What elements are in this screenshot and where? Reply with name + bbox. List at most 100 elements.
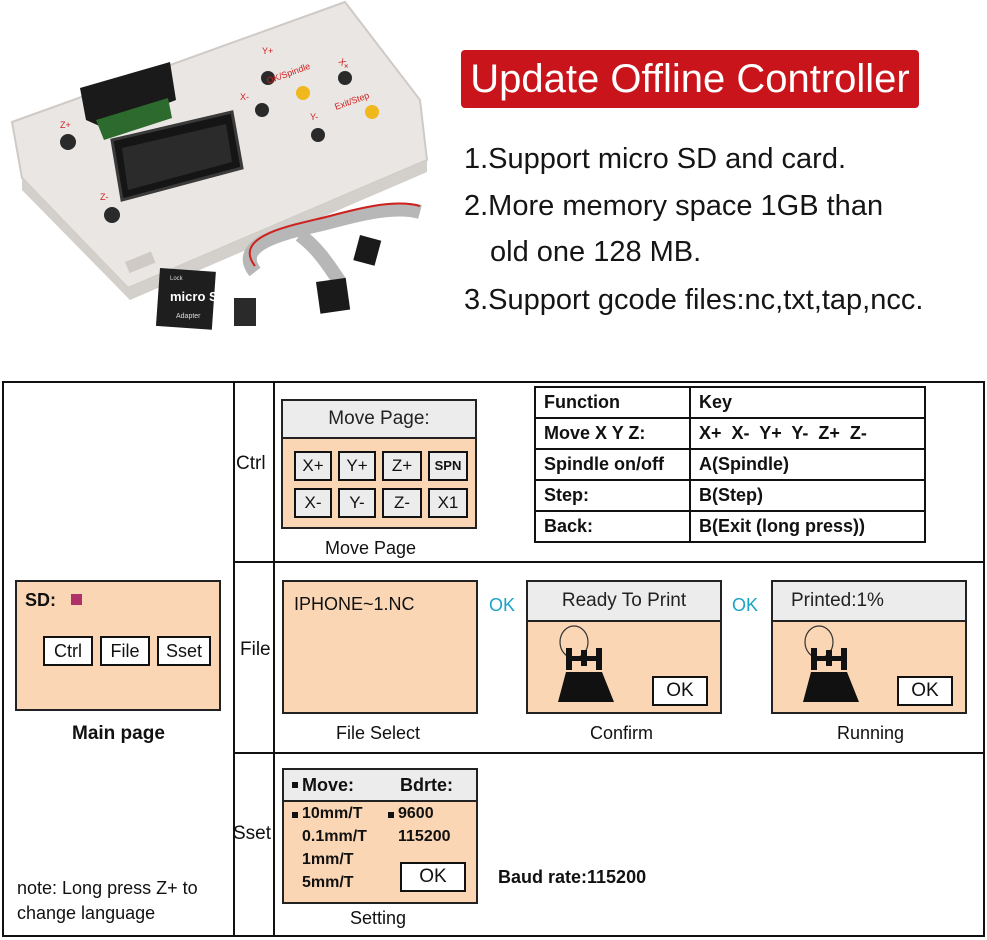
row-label-ctrl: Ctrl xyxy=(236,453,266,474)
x-plus-button xyxy=(338,71,352,85)
move-page-title: Move Page: xyxy=(281,399,477,439)
file-name-item[interactable]: IPHONE~1.NC xyxy=(294,594,415,614)
table-cell-key: B(Step) xyxy=(689,479,926,512)
move-option-selected-marker xyxy=(292,812,298,818)
main-ctrl-button[interactable]: Ctrl xyxy=(43,636,93,666)
move-key-y-plus[interactable]: Y+ xyxy=(338,451,376,481)
file-select-screen: IPHONE~1.NC xyxy=(282,580,478,714)
baud-option-selected-marker xyxy=(388,812,394,818)
z-minus-button xyxy=(104,207,120,223)
table-cell-function: Back: xyxy=(534,510,691,543)
move-key-y-minus[interactable]: Y- xyxy=(338,488,376,518)
table-cell-key: A(Spindle) xyxy=(689,448,926,481)
move-key-step-x1[interactable]: X1 xyxy=(428,488,468,518)
ok-arrow-1: OK xyxy=(489,595,516,615)
row-label-file: File xyxy=(240,639,271,660)
baud-option[interactable]: 9600 xyxy=(398,805,434,822)
main-sset-button[interactable]: Sset xyxy=(157,636,211,666)
running-ok-button[interactable]: OK xyxy=(897,676,953,706)
move-page-caption: Move Page xyxy=(325,538,417,558)
pin-header-connector xyxy=(80,62,176,128)
running-caption: Running xyxy=(837,723,905,743)
y-minus-button xyxy=(311,128,325,142)
move-key-z-minus[interactable]: Z- xyxy=(382,488,422,518)
confirm-title: Ready To Print xyxy=(526,580,722,622)
table-cell-key: X+ X- Y+ Y- Z+ Z- xyxy=(689,417,926,450)
label-x-minus: X- xyxy=(240,92,249,102)
running-screen: Printed:1% OK xyxy=(771,580,967,714)
z-plus-button xyxy=(60,134,76,150)
setting-screen: Move: Bdrte: 10mm/T 0.1mm/T 1mm/T 5mm/T … xyxy=(282,768,478,904)
divider-file-sset xyxy=(233,752,983,754)
sd-card-logo: micro SD xyxy=(170,289,227,304)
setting-move-label: Move: xyxy=(302,775,355,795)
exit-step-button xyxy=(365,105,379,119)
language-note-line2: change language xyxy=(17,903,156,923)
confirm-caption: Confirm xyxy=(590,723,654,743)
controller-product-illustration: Z+ Z- Y+ X- OK/Spindle X+ Y- Exit/Step m… xyxy=(10,0,429,330)
sd-card-lock-label: Lock xyxy=(170,276,184,282)
table-header-function: Function xyxy=(534,386,691,419)
move-option[interactable]: 1mm/T xyxy=(302,851,354,868)
sd-card-adapter-label: Adapter xyxy=(176,313,201,320)
divider-ctrl-file xyxy=(233,561,983,563)
sd-status-label: SD: xyxy=(25,590,56,610)
ribbon-cable-stripe xyxy=(248,202,421,267)
device-buttons xyxy=(60,71,379,223)
label-z-minus: Z- xyxy=(100,192,109,202)
controller-menu-diagram: Ctrl File Sset SD: Ctrl File Sset Main p… xyxy=(2,381,985,937)
row-label-sset: Sset xyxy=(233,823,272,844)
table-cell-function: Move X Y Z: xyxy=(534,417,691,450)
move-key-x-minus[interactable]: X- xyxy=(294,488,332,518)
feature-2-cont: old one 128 MB. xyxy=(490,236,702,268)
y-plus-button xyxy=(261,71,275,85)
key-function-table: Function Key Move X Y Z: X+ X- Y+ Y- Z+ … xyxy=(534,386,926,543)
move-key-x-plus[interactable]: X+ xyxy=(294,451,332,481)
cable-connector-bottom xyxy=(316,277,351,314)
table-row: Spindle on/off A(Spindle) xyxy=(534,448,926,481)
ok-arrow-2: OK xyxy=(732,595,759,615)
language-note-line1: note: Long press Z+ to xyxy=(17,878,198,898)
page-title: Update Offline Controller xyxy=(461,50,919,108)
confirm-screen: Ready To Print OK xyxy=(526,580,722,714)
engraver-icon xyxy=(803,625,859,702)
sd-status-indicator xyxy=(71,594,82,605)
move-option[interactable]: 10mm/T xyxy=(302,805,363,822)
pcb-edge xyxy=(96,98,172,140)
engraver-icon xyxy=(558,625,614,702)
running-progress-title: Printed:1% xyxy=(771,580,967,622)
table-cell-key: B(Exit (long press)) xyxy=(689,510,926,543)
move-selected-marker xyxy=(292,782,298,788)
label-y-minus: Y- xyxy=(310,112,318,122)
divider-vertical-right xyxy=(273,383,275,935)
move-option[interactable]: 5mm/T xyxy=(302,874,354,891)
baud-option[interactable]: 115200 xyxy=(398,828,451,845)
feature-3: 3.Support gcode files:nc,txt,tap,ncc. xyxy=(464,284,924,316)
main-page-screen: SD: Ctrl File Sset xyxy=(15,580,221,711)
setting-ok-button[interactable]: OK xyxy=(400,862,466,892)
setting-bdrte-label: Bdrte: xyxy=(400,775,453,795)
feature-2: 2.More memory space 1GB than xyxy=(464,190,884,222)
label-y-plus: Y+ xyxy=(262,46,273,56)
table-header-row: Function Key xyxy=(534,386,926,419)
x-minus-button xyxy=(255,103,269,117)
table-row: Move X Y Z: X+ X- Y+ Y- Z+ Z- xyxy=(534,417,926,450)
table-header-key: Key xyxy=(689,386,926,419)
baud-rate-note: Baud rate:115200 xyxy=(498,867,647,887)
divider-vertical-left xyxy=(233,383,235,935)
confirm-ok-button[interactable]: OK xyxy=(652,676,708,706)
cable-connector-top xyxy=(353,235,382,266)
table-row: Back: B(Exit (long press)) xyxy=(534,510,926,543)
table-cell-function: Step: xyxy=(534,479,691,512)
move-option[interactable]: 0.1mm/T xyxy=(302,828,367,845)
ribbon-cable xyxy=(242,202,422,277)
ribbon-cable-tail xyxy=(295,229,346,287)
micro-sd-card xyxy=(234,298,256,326)
main-file-button[interactable]: File xyxy=(100,636,150,666)
table-cell-function: Spindle on/off xyxy=(534,448,691,481)
main-page-caption: Main page xyxy=(72,723,165,744)
move-key-spindle[interactable]: SPN xyxy=(428,451,468,481)
move-key-z-plus[interactable]: Z+ xyxy=(382,451,422,481)
ok-spindle-button xyxy=(296,86,310,100)
file-select-caption: File Select xyxy=(336,723,421,743)
